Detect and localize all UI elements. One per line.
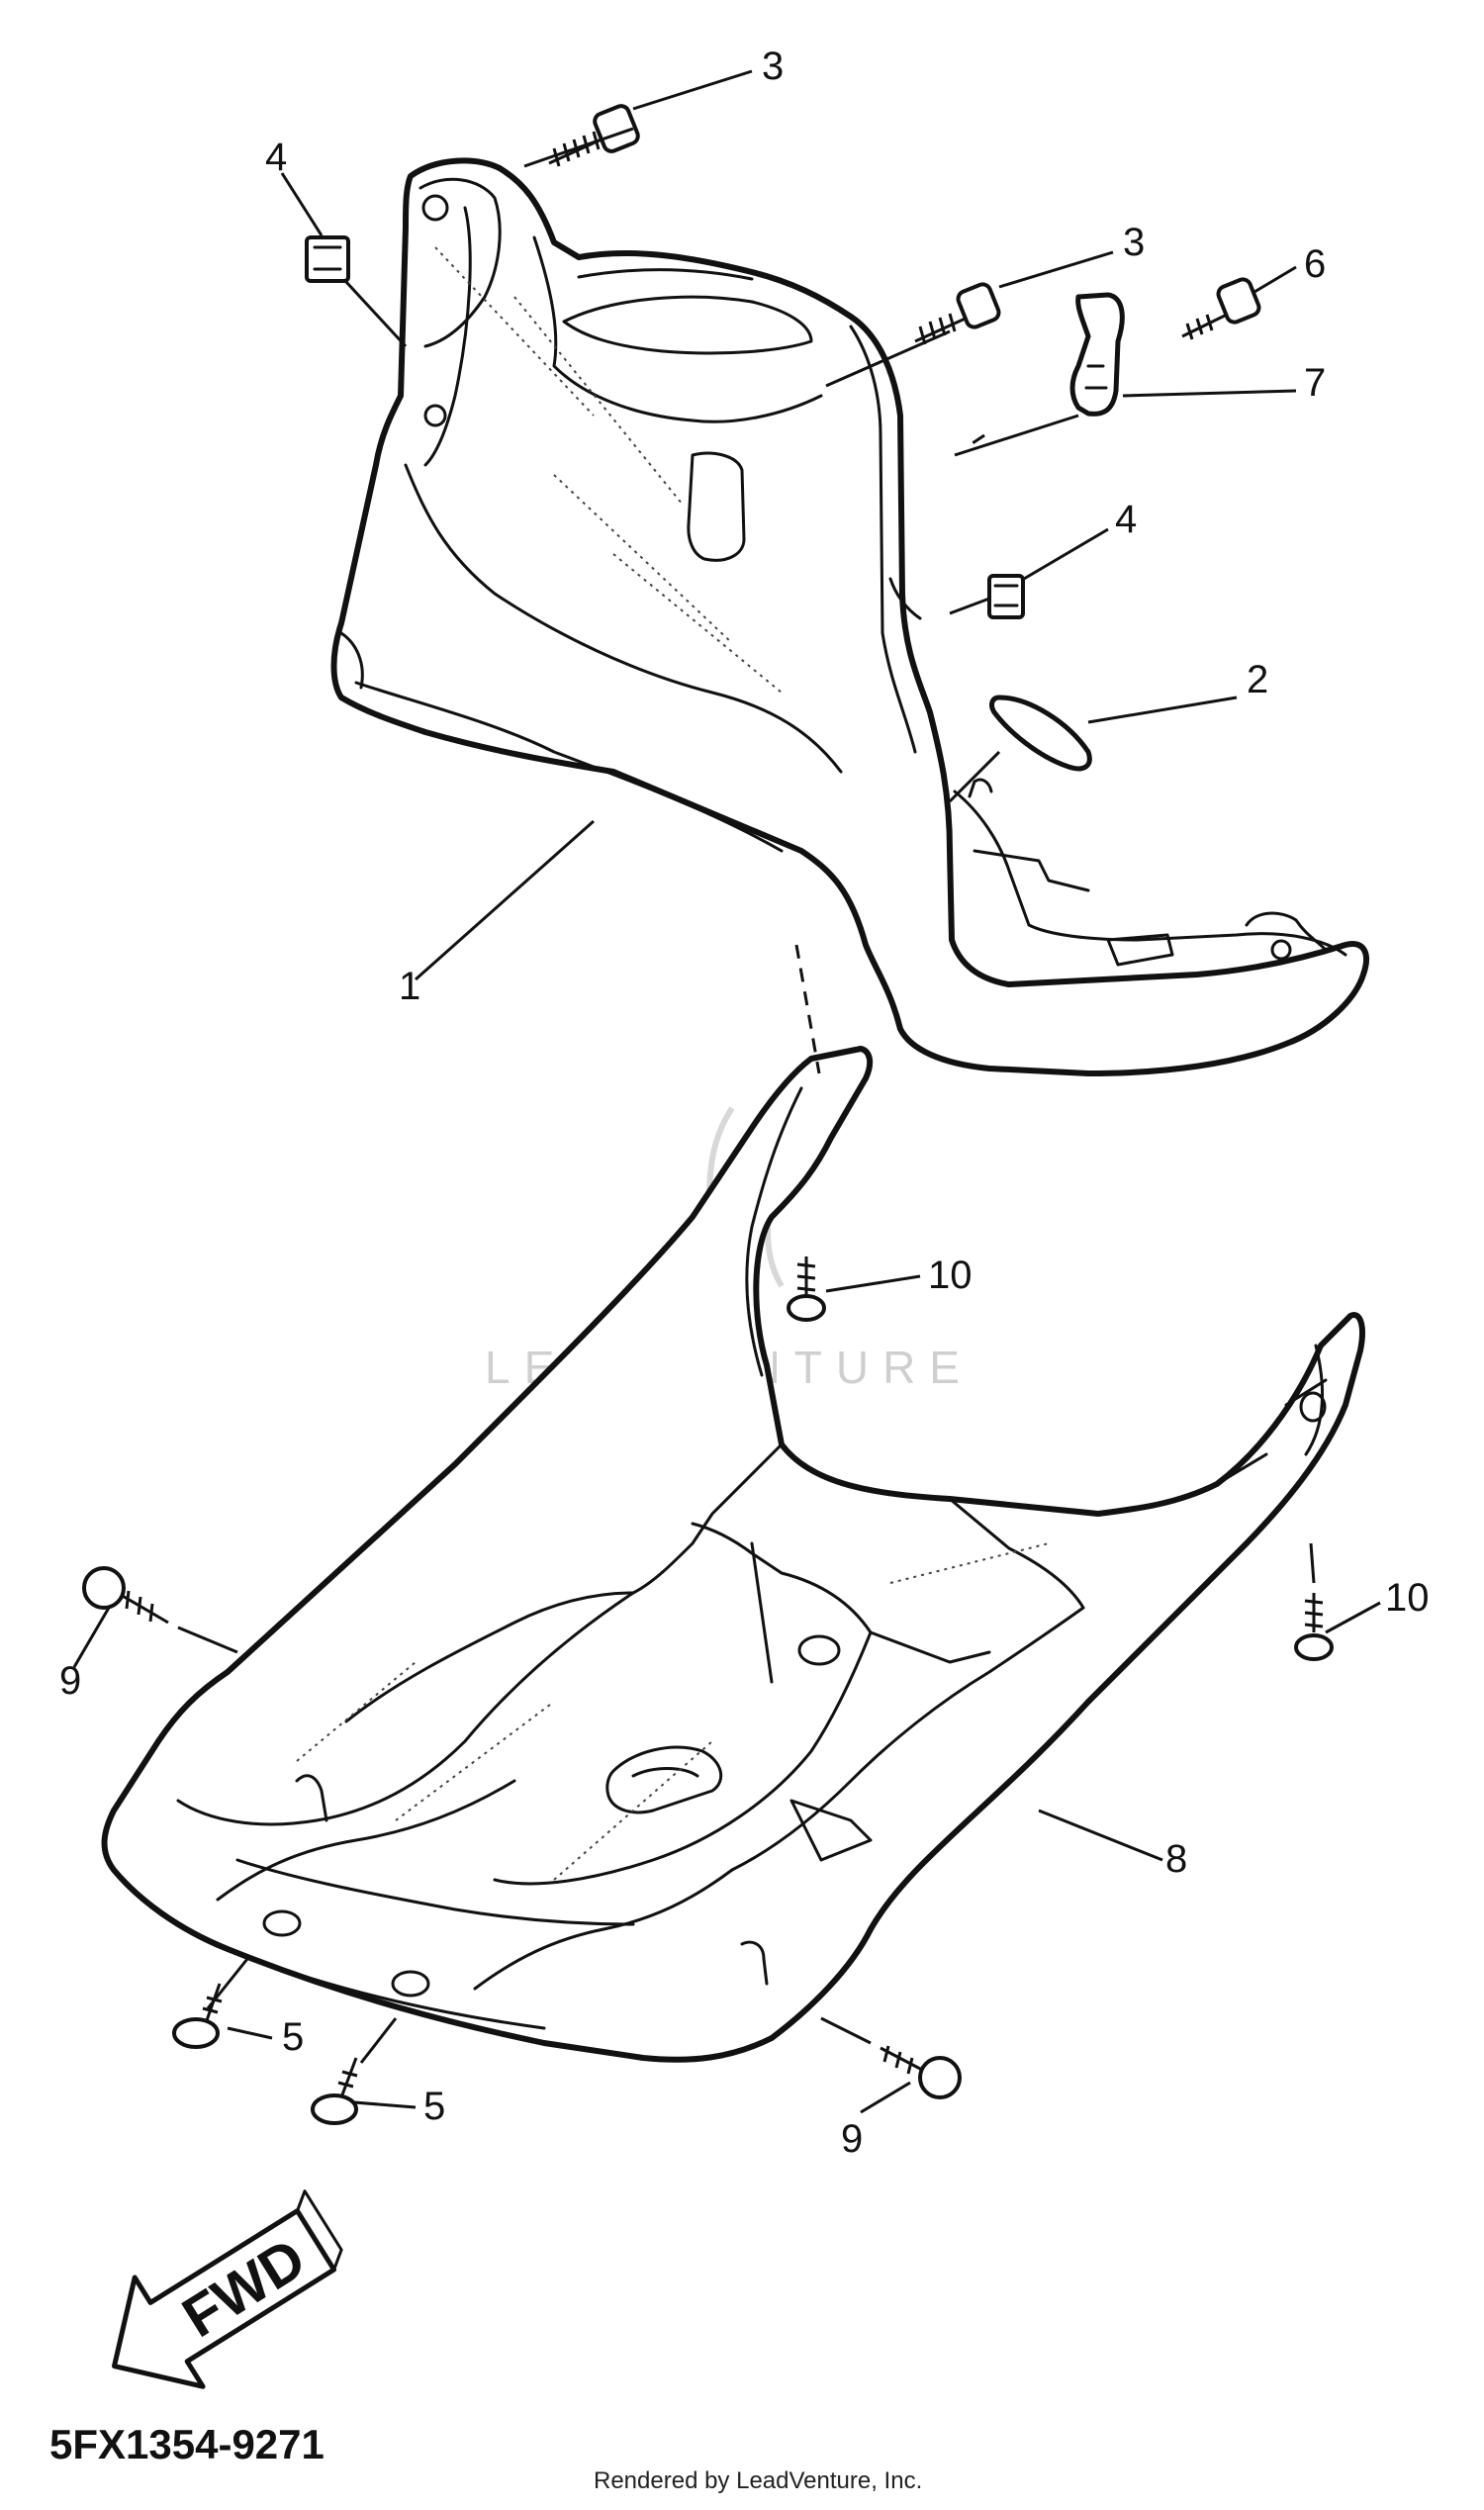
screw-10-right [1294,1593,1334,1661]
fwd-arrow: FWD [112,2189,343,2389]
bolt-9-left [82,1566,169,1625]
callout-1: 1 [399,965,420,1008]
nut-4-mid [987,574,1025,619]
callout-2: 2 [1247,658,1268,701]
screw-10-mid [787,1256,826,1322]
part-7-clip [1069,292,1125,417]
callout-7: 7 [1304,361,1326,405]
part-1-leg-shield [330,157,1369,1076]
callout-3-top: 3 [762,45,784,88]
callout-4-top: 4 [265,136,287,179]
bolt-3-top [548,104,640,167]
leader-lines [72,69,1381,2114]
alignment-line [794,944,821,1074]
part-2-emblem [989,695,1092,772]
hardware [82,104,1334,2125]
part-8-floor-panel [101,1046,1365,2063]
callout-10-mid: 10 [928,1254,973,1297]
callout-6: 6 [1304,242,1326,286]
screw-5-right [311,2057,358,2125]
callout-5-left: 5 [282,2015,304,2059]
bolt-3-mid [914,282,1001,345]
callout-9-left: 9 [59,1659,81,1703]
callout-9-bottom: 9 [841,2117,863,2161]
screw-5-left [172,1983,223,2049]
callout-5-right: 5 [423,2085,445,2128]
diagram-code: 5FX1354-9271 [49,2421,325,2467]
nut-4-top [305,235,350,283]
callout-labels: 1 2 3 3 4 4 5 5 6 7 8 9 9 10 10 [59,45,1430,2161]
callout-10-right: 10 [1385,1576,1430,1620]
alignment-line-2 [969,433,985,447]
callout-8: 8 [1165,1837,1187,1881]
callout-4-mid: 4 [1115,498,1137,541]
bolt-9-bottom [880,2045,962,2099]
callout-3-mid: 3 [1123,221,1145,264]
bolt-6 [1181,277,1261,340]
render-credit: Rendered by LeadVenture, Inc. [594,2467,922,2494]
